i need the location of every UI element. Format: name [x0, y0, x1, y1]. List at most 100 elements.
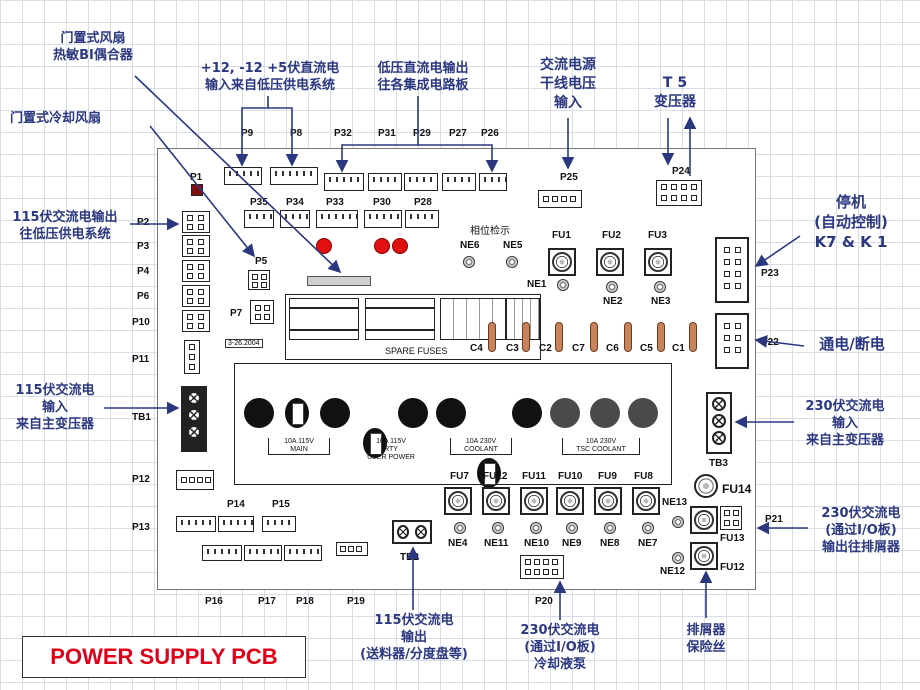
switch-label-tsc: 10A 230V TSC COOLANT: [562, 438, 640, 455]
p31-label: P31: [378, 128, 396, 139]
label-door-fan-coupler: 门置式风扇 热敏BI偶合器: [53, 31, 133, 63]
neon-ne2: [606, 281, 618, 293]
fu7-label: FU7: [450, 471, 469, 482]
part-code: 3-26.2004: [225, 339, 263, 348]
label-stop: 停机 (自动控制) K7 & K 1: [814, 193, 888, 251]
ne12-label: NE12: [660, 566, 686, 577]
neon-ne4: [454, 522, 466, 534]
p27-label: P27: [449, 128, 467, 139]
switch-tsc-2[interactable]: [590, 398, 620, 428]
p20-label: P20: [535, 596, 553, 607]
connector-p29: [404, 173, 438, 191]
p32-label: P32: [334, 128, 352, 139]
switch-user-1[interactable]: [398, 398, 428, 428]
p30-label: P30: [373, 197, 391, 208]
spare-fuses-label: SPARE FUSES: [385, 346, 448, 356]
p15-label: P15: [272, 499, 290, 510]
p25-label: P25: [560, 172, 578, 183]
label-ac230-in: 230伏交流电 输入 来自主变压器: [805, 399, 885, 448]
tb2-label: TB2: [400, 552, 419, 563]
neon-ne7: [642, 522, 654, 534]
ne11-label: NE11: [484, 538, 509, 549]
tb3-label: TB3: [709, 458, 728, 469]
heatsink-bar: [307, 276, 371, 286]
connector-p19: [336, 542, 368, 556]
switch-main-2[interactable]: [320, 398, 350, 428]
connector-p24: [656, 180, 702, 206]
label-ac230-chip: 230伏交流电 (通过I/O板) 输出往排屑器: [821, 506, 901, 555]
capacitor-c1: [689, 322, 697, 352]
fu1-label: FU1: [552, 230, 571, 241]
capacitor-c4: [488, 322, 496, 352]
ne10-label: NE10: [524, 538, 550, 549]
switch-user-rocker[interactable]: [363, 428, 387, 458]
fuse-fu12: [482, 487, 510, 515]
label-ac-input: 交流电源 干线电压 输入: [540, 57, 596, 111]
p5-label: P5: [255, 256, 268, 267]
p13-label: P13: [132, 522, 150, 533]
title-box: POWER SUPPLY PCB: [22, 636, 306, 678]
fu9-label: FU9: [598, 471, 617, 482]
p8-label: P8: [290, 128, 303, 139]
fu12-label: FU12: [483, 471, 508, 482]
p28-label: P28: [414, 197, 432, 208]
connector-p35: [244, 210, 274, 228]
p6-label: P6: [137, 291, 150, 302]
connector-p16: [202, 545, 242, 561]
ne4-label: NE4: [448, 538, 468, 549]
fuse-fu13: [690, 506, 718, 534]
connector-p3: [182, 235, 210, 257]
tb1-label: TB1: [132, 412, 151, 423]
switch-main-rocker[interactable]: [285, 398, 309, 428]
connector-p15: [262, 516, 296, 532]
fuse-fu11: [520, 487, 548, 515]
fu3-label: FU3: [648, 230, 667, 241]
switch-tsc-1[interactable]: [550, 398, 580, 428]
terminal-tb3: [706, 392, 732, 454]
p24-label: P24: [672, 166, 690, 177]
capacitor-c7: [590, 322, 598, 352]
connector-p34: [280, 210, 310, 228]
p29-label: P29: [413, 128, 431, 139]
p16-label: P16: [205, 596, 223, 607]
p4-label: P4: [137, 266, 150, 277]
connector-p14: [218, 516, 254, 532]
switch-coolant-2[interactable]: [512, 398, 542, 428]
switch-tsc-3[interactable]: [628, 398, 658, 428]
connector-p17: [244, 545, 282, 561]
fu12-right-label: FU12: [720, 562, 745, 573]
p21-label: P21: [765, 514, 783, 525]
label-lv-dc-out: 低压直流电输出 往各集成电路板: [377, 61, 469, 93]
fu10-label: FU10: [558, 471, 583, 482]
p11-label: P11: [132, 354, 150, 365]
connector-p2: [182, 211, 210, 233]
fuse-fu8: [632, 487, 660, 515]
connector-p21-block: [720, 506, 742, 530]
neon-ne13: [672, 516, 684, 528]
p22-label: P22: [761, 337, 779, 348]
connector-p25: [538, 190, 582, 208]
connector-p20: [520, 555, 564, 579]
connector-p27: [442, 173, 476, 191]
connector-p30: [364, 210, 402, 228]
p18-label: P18: [296, 596, 314, 607]
ne8-label: NE8: [600, 538, 620, 549]
connector-p9: [224, 167, 262, 185]
label-ac230-cool: 230伏交流电 (通过I/O板) 冷却液泵: [520, 623, 600, 672]
ne3-label: NE3: [651, 296, 671, 307]
p26-label: P26: [481, 128, 499, 139]
switch-coolant-rocker[interactable]: [477, 458, 501, 488]
connector-p7: [250, 300, 274, 324]
switch-coolant-1[interactable]: [436, 398, 466, 428]
switch-main-1[interactable]: [244, 398, 274, 428]
switch-label-main: 10A 115V MAIN: [268, 438, 330, 455]
spare-fuse-holder-1: [289, 298, 359, 340]
spare-fuse-holder-3: [440, 298, 506, 340]
page-title: POWER SUPPLY PCB: [50, 644, 278, 669]
led-2: [374, 238, 390, 254]
p33-label: P33: [326, 197, 344, 208]
connector-p6: [182, 285, 210, 307]
neon-ne5: [506, 256, 518, 268]
p1-label: P1: [190, 172, 203, 183]
label-dc-input: +12, -12 +5伏直流电 输入来自低压供电系统: [200, 61, 340, 93]
